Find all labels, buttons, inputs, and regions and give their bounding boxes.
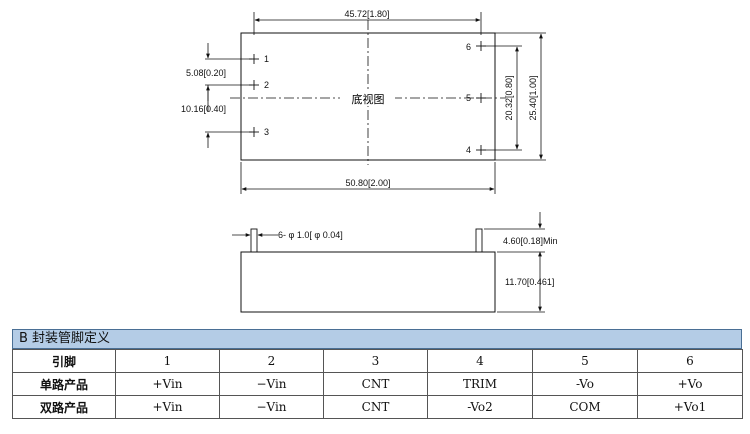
row-label-pin: 引脚 (12, 349, 116, 373)
side-pins (250, 228, 483, 253)
pin-mark-5: 5 (466, 93, 471, 103)
row-label-dual: 双路产品 (12, 395, 116, 419)
dim-right-heights (483, 32, 546, 161)
pin-table-grid: 引脚 1 2 3 4 5 6 单路产品 +Vin −Vin CNT TRIM -… (12, 349, 743, 419)
pin-number: 6 (637, 349, 743, 373)
pin-mark-4: 4 (466, 145, 471, 155)
dim-inner-height-label: 20.32[0.80] (504, 75, 514, 120)
pin-mark-2: 2 (264, 80, 269, 90)
table-cell: −Vin (219, 372, 324, 396)
dim-top-width-label: 45.72[1.80] (344, 9, 389, 19)
pin-mark-6: 6 (466, 42, 471, 52)
table-cell: -Vo (532, 372, 638, 396)
table-cell: +Vo (637, 372, 743, 396)
dim-pin-diameter-label: 6- φ 1.0[ φ 0.04] (278, 230, 343, 240)
row-label-single: 单路产品 (12, 372, 116, 396)
dim-left-pitch-label: 5.08[0.20] (186, 68, 226, 78)
view-label: 底视图 (352, 92, 385, 106)
table-cell: −Vin (219, 395, 324, 419)
table-cell: COM (532, 395, 638, 419)
pin-number: 3 (323, 349, 428, 373)
dim-pin-length-label: 4.60[0.18]Min (503, 236, 558, 246)
table-cell: CNT (323, 372, 428, 396)
table-cell: TRIM (427, 372, 533, 396)
pin-number: 4 (427, 349, 533, 373)
dim-left-pitch (205, 43, 252, 148)
dim-body-width (240, 162, 496, 194)
dim-body-height-label: 11.70[0.461] (505, 277, 554, 287)
package-drawing: 底视图 1 2 3 6 5 4 45.72[1.80] 5.08[0.20] 1… (181, 9, 558, 313)
dim-top-width (253, 12, 482, 35)
pin-definition-table: B 封装管脚定义 引脚 1 2 3 4 5 6 单路产品 +Vin −Vin C… (12, 329, 743, 424)
table-title: B 封装管脚定义 (12, 329, 742, 349)
dim-left-pitch2-label: 10.16[0.40] (181, 104, 226, 114)
pin-mark-3: 3 (264, 127, 269, 137)
pin-number: 2 (219, 349, 324, 373)
table-cell: +Vin (115, 395, 220, 419)
pin-number: 1 (115, 349, 220, 373)
side-view-outline (240, 251, 496, 313)
table-row-pins: 引脚 1 2 3 4 5 6 (12, 349, 743, 373)
table-cell: +Vin (115, 372, 220, 396)
table-cell: +Vo1 (637, 395, 743, 419)
dim-side-heights (484, 212, 545, 313)
dim-body-width-label: 50.80[2.00] (345, 178, 390, 188)
table-cell: -Vo2 (427, 395, 533, 419)
table-row-dual: 双路产品 +Vin −Vin CNT -Vo2 COM +Vo1 (12, 395, 743, 419)
pin-mark-1: 1 (264, 54, 269, 64)
pin-number: 5 (532, 349, 638, 373)
dim-outer-height-label: 25.40[1.00] (528, 75, 538, 120)
table-row-single: 单路产品 +Vin −Vin CNT TRIM -Vo +Vo (12, 372, 743, 396)
table-cell: CNT (323, 395, 428, 419)
